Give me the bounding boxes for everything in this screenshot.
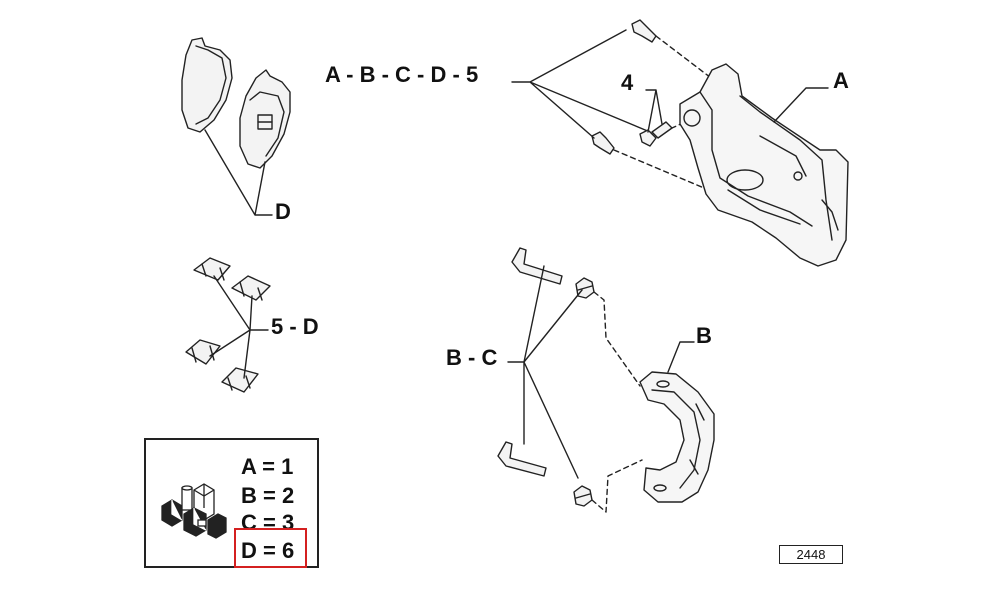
quantity-legend: A = 1 B = 2 C = 3 D = 6 [144,438,319,568]
callout-top-group: A - B - C - D - 5 [325,62,479,87]
bracket-bolt-upper [511,247,563,285]
bracket-bushing-lower [573,485,593,507]
legend-line-b: B = 2 [241,483,295,508]
legend-line-a: A = 1 [241,454,294,479]
caliper-A-leader [773,87,829,123]
clip-3 [185,339,221,365]
caliper-body [679,63,849,267]
clips-leader-line [209,275,269,379]
pads-leader-line [204,129,273,216]
callout-caliper-A: A [833,68,849,93]
brake-pad-front [181,37,233,133]
bracket-dash-lines [591,291,643,513]
reference-number: 2448 [779,545,843,564]
clip-1 [193,257,231,281]
bolt-4-leader [645,89,663,133]
bracket-B-leader [667,341,695,373]
caliper-bracket [639,371,715,503]
bracket-bolt-lower [497,441,547,477]
clip-4 [221,367,259,393]
callout-bracket-B: B [696,323,712,348]
parts-kit-icon [161,483,227,539]
callout-bracket-group: B - C [446,345,498,370]
bolt-dash-lines [613,35,741,189]
top-group-leader-line [511,29,651,139]
brake-pad-rear [239,69,291,169]
highlight-box [234,528,307,568]
legend-line-d: D = 6 [241,538,295,563]
callout-bolt-4: 4 [621,70,634,95]
clip-2 [231,275,271,301]
caliper-bolt-lower [591,131,615,155]
bleed-screw [639,121,673,147]
caliper-bolt-top [631,19,657,43]
callout-clips-5D: 5 - D [271,314,319,339]
callout-pads-D: D [275,199,291,224]
bracket-group-leader [507,265,583,479]
